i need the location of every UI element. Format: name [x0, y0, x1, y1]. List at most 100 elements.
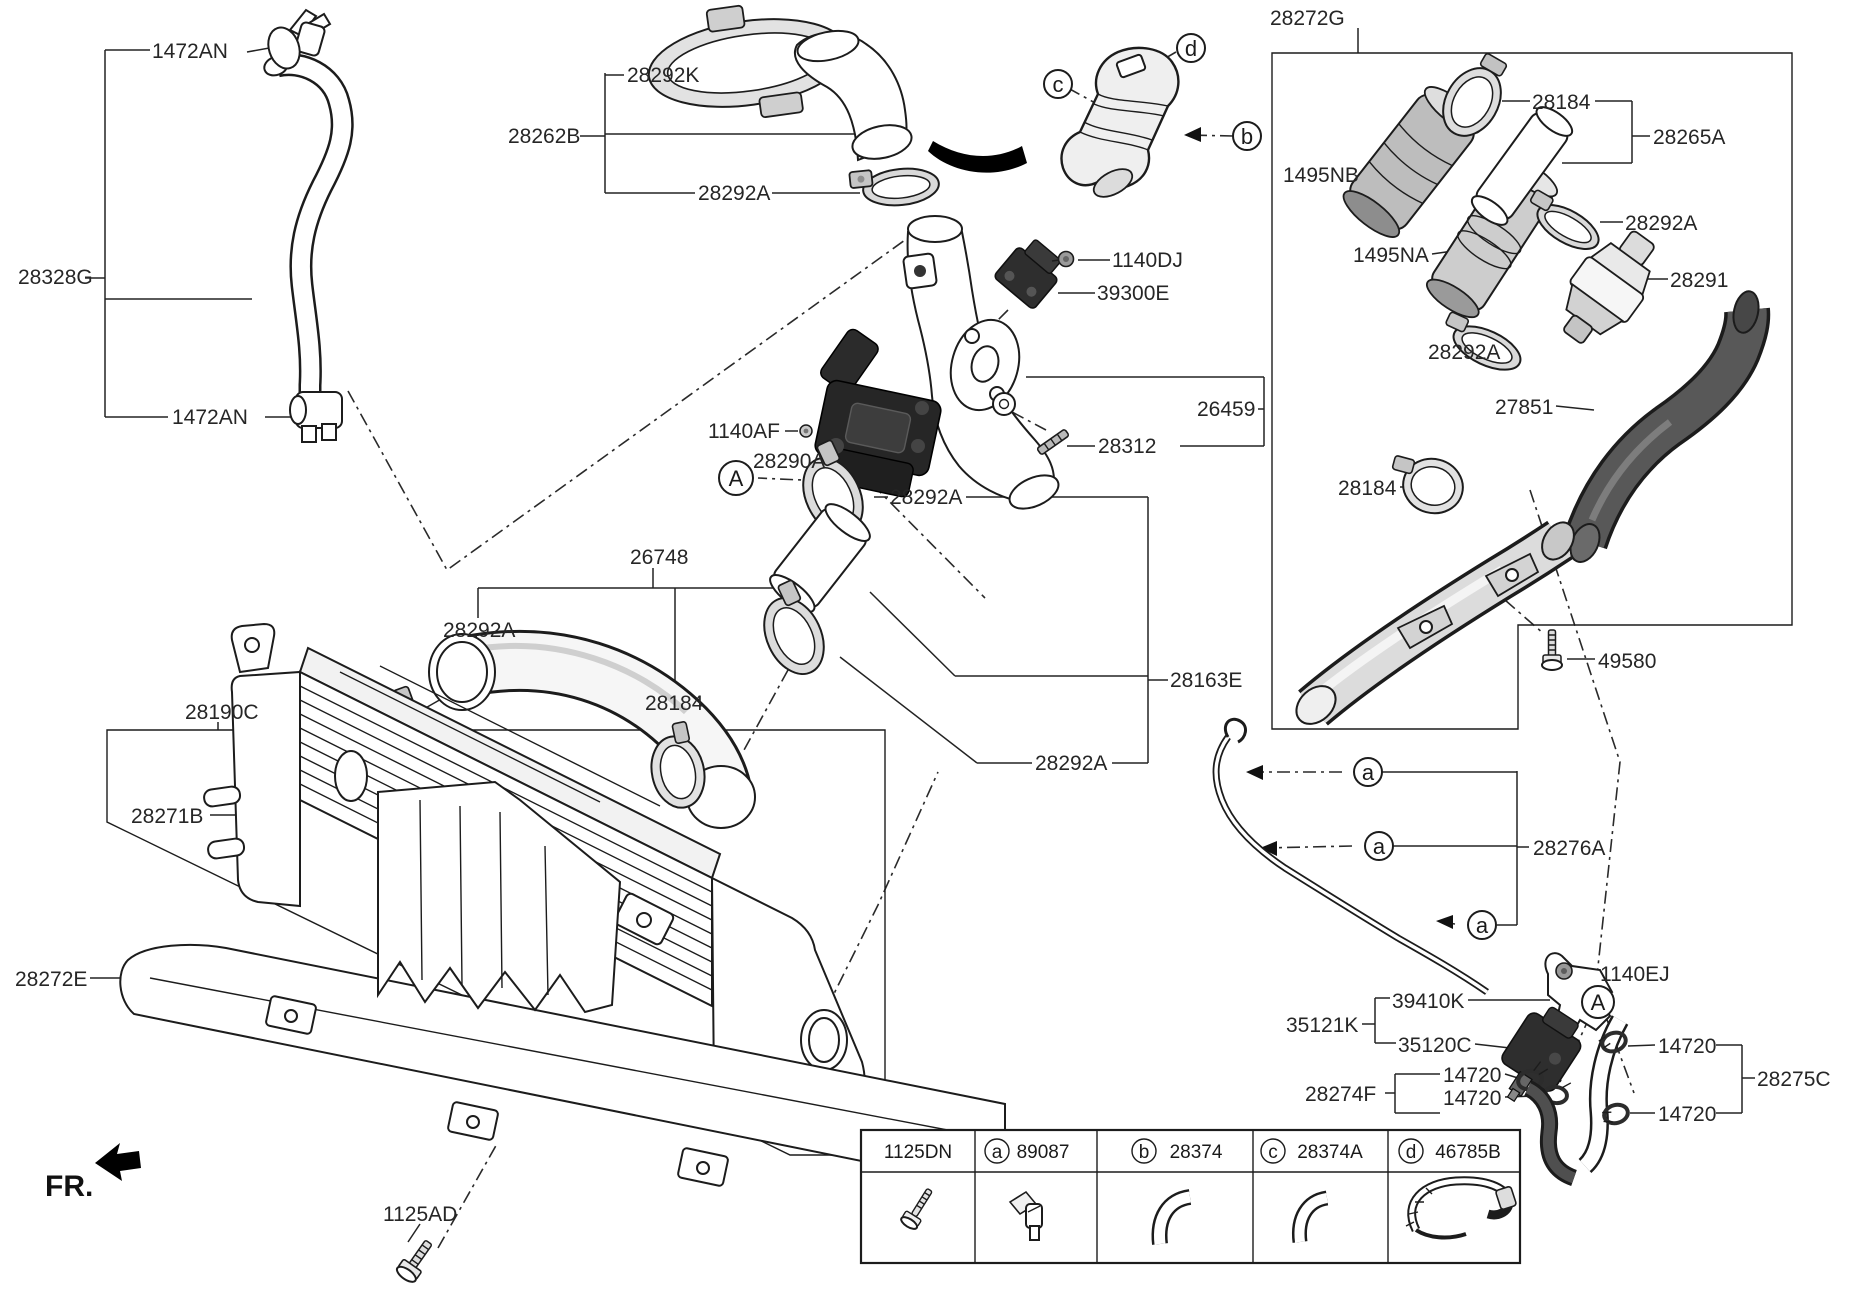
callout-d-circle [1176, 33, 1206, 63]
label-1125ad: 1125AD [383, 1203, 457, 1226]
label-28292a-top: 28292A [698, 182, 770, 205]
callout-a1-letter: a [1362, 760, 1375, 785]
label-14720-3: 14720 [1658, 1035, 1716, 1058]
legend-col-28374: 28374 [1170, 1142, 1223, 1163]
part-1472an-clip-top [267, 8, 332, 70]
legend-col-89087: 89087 [1017, 1142, 1070, 1163]
legend-letter-b: b [1139, 1142, 1150, 1163]
part-28292a-clamp-box1 [1529, 189, 1600, 250]
part-1140dj-bolt [1051, 250, 1075, 268]
callout-circles: c d b a a a A A [718, 33, 1615, 1019]
assembly-dash-lines [347, 51, 1635, 1249]
label-27851: 27851 [1495, 396, 1553, 419]
callout-a3-letter: a [1476, 913, 1489, 938]
label-1495na: 1495NA [1353, 244, 1429, 267]
legend-letter-d: d [1406, 1142, 1417, 1163]
part-28184-clamp-box [1442, 52, 1508, 137]
label-28262b: 28262B [508, 125, 580, 148]
label-35121k: 35121K [1286, 1014, 1358, 1037]
part-28312-pin [1036, 429, 1070, 455]
part-28276a-hose [1212, 717, 1489, 995]
label-28292a-box1: 28292A [1625, 212, 1697, 235]
part-1472an-clip-bottom [289, 391, 343, 443]
callout-d-letter: d [1185, 36, 1197, 61]
legend-circle-b [1131, 1138, 1157, 1164]
legend-circle-a [984, 1138, 1010, 1164]
label-28312: 28312 [1098, 435, 1156, 458]
legend-circle-c [1260, 1138, 1286, 1164]
label-26459: 26459 [1197, 398, 1255, 421]
part-28292k-clamp [647, 4, 849, 119]
legend-col-1125dn: 1125DN [884, 1142, 952, 1163]
label-28291: 28291 [1670, 269, 1728, 292]
part-28262b-elbow-hose [794, 29, 913, 162]
label-14720-1: 14720 [1443, 1064, 1501, 1087]
label-26748: 26748 [630, 546, 688, 569]
part-28184-clamp-pipe [1391, 455, 1464, 515]
label-14720-2: 14720 [1443, 1087, 1501, 1110]
part-28265a-hose [1470, 106, 1574, 226]
label-28184-pipe: 28184 [1338, 477, 1397, 500]
label-35120c: 35120C [1398, 1034, 1472, 1057]
fr-label: FR. [45, 1170, 93, 1203]
legend-table: 1125DN a 89087 b 28374 c 28374A d 46785B [859, 1128, 1522, 1265]
part-28274f-hose [1523, 1080, 1578, 1187]
part-28184-clamp-mid [650, 721, 706, 809]
part-35120c-valve [1501, 1006, 1582, 1103]
part-39300e-sensor [994, 239, 1061, 309]
label-28271b: 28271B [131, 805, 203, 828]
part-26459-tube [902, 215, 1060, 510]
label-28328g: 28328G [18, 266, 93, 289]
label-28184-mid: 28184 [645, 692, 704, 715]
label-1140ej: 1140EJ [1600, 963, 1670, 986]
part-14720-clamp-4 [1602, 1102, 1630, 1126]
callout-A2-letter: A [1591, 990, 1606, 1015]
label-1495nb: 1495NB [1283, 164, 1359, 187]
callout-b-circle [1232, 121, 1262, 151]
legend-col-46785b: 46785B [1435, 1142, 1501, 1163]
callout-A2-circle [1581, 985, 1615, 1019]
part-1140af-bolt [799, 424, 813, 438]
part-28272e-air-guard [119, 780, 1006, 1192]
part-intake-duct-bcd [1060, 46, 1180, 198]
callout-a1-circle [1353, 757, 1383, 787]
label-28163e: 28163E [1170, 669, 1242, 692]
legend-strap-icon [1405, 1176, 1517, 1240]
label-1140af: 1140AF [708, 420, 780, 443]
label-28290a: 28290A [753, 450, 825, 473]
callout-A1-circle [718, 460, 754, 496]
label-28190c: 28190C [185, 701, 259, 724]
legend-col-28374a: 28374A [1297, 1142, 1363, 1163]
label-28272g: 28272G [1270, 7, 1345, 30]
legend-bolt-icon [900, 1188, 933, 1230]
label-28292a-grp-top: 28292A [890, 486, 962, 509]
callout-c-circle [1043, 69, 1073, 99]
label-49580: 49580 [1598, 650, 1656, 673]
legend-circle-d [1398, 1138, 1424, 1164]
part-labels: 1472AN 28328G 1472AN 28292K 28262B 28292… [15, 7, 1831, 1226]
callout-a2-letter: a [1373, 834, 1386, 859]
part-27851-hose [1563, 290, 1771, 563]
legend-hose-b-icon [1151, 1189, 1192, 1245]
label-28275c: 28275C [1757, 1068, 1831, 1091]
part-49580-bolt [1541, 629, 1563, 671]
part-28292a-clamp-grp-bottom [763, 579, 825, 676]
flow-direction-swoosh [928, 141, 1027, 173]
callout-a3-circle [1467, 910, 1497, 940]
label-39300e: 39300E [1097, 282, 1169, 305]
legend-hose-c-icon [1291, 1190, 1329, 1243]
callout-a2-circle [1364, 831, 1394, 861]
part-28292a-clamp-top [848, 167, 940, 207]
label-1140dj: 1140DJ [1112, 249, 1183, 272]
part-14720-clamp-3 [1598, 1030, 1628, 1054]
callout-c-letter: c [1053, 72, 1064, 97]
part-28272g-pipe [1295, 520, 1575, 726]
fr-direction-indicator: FR. [45, 1143, 141, 1203]
label-28276a: 28276A [1533, 837, 1605, 860]
legend-clip-icon [1008, 1190, 1043, 1241]
label-39410k: 39410K [1392, 990, 1464, 1013]
label-28265a: 28265A [1653, 126, 1725, 149]
box-28272g [1271, 52, 1793, 730]
